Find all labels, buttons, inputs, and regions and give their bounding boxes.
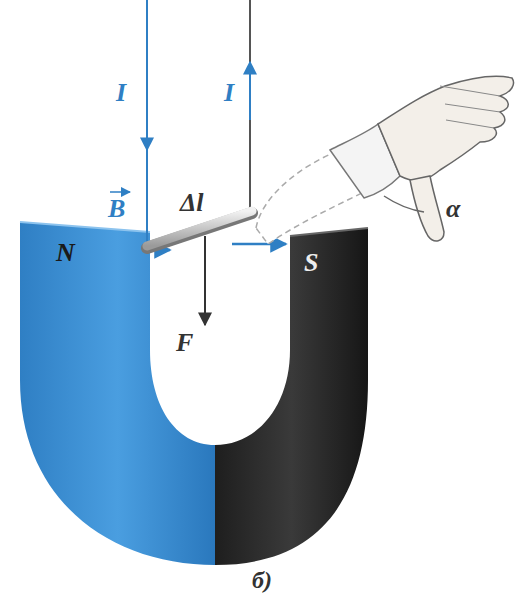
field-arrow [232,243,286,246]
length-label: Δl [180,190,204,216]
angle-arc [384,196,424,212]
thumb [410,176,444,241]
magnet-south-half [215,228,368,565]
finger-lines [440,86,500,128]
wire [146,0,148,245]
conductor-rod [147,211,252,246]
wire [249,0,251,215]
pole-label: S [304,250,318,276]
force-label: F [176,330,193,356]
pole-label: N [56,240,75,266]
current-arrow [146,90,148,150]
pole-face [290,228,368,236]
hand-palm [378,76,514,180]
current-arrow [249,62,251,120]
field-label: B [108,196,125,222]
angle-label: α [446,196,460,222]
current-label: I [116,80,126,106]
vector-sign [110,191,130,193]
magnet-north-half [20,222,215,565]
current-label: I [224,80,234,106]
force-arrow [204,236,206,325]
pole-face [20,222,150,232]
figure-caption: б) [252,568,272,592]
